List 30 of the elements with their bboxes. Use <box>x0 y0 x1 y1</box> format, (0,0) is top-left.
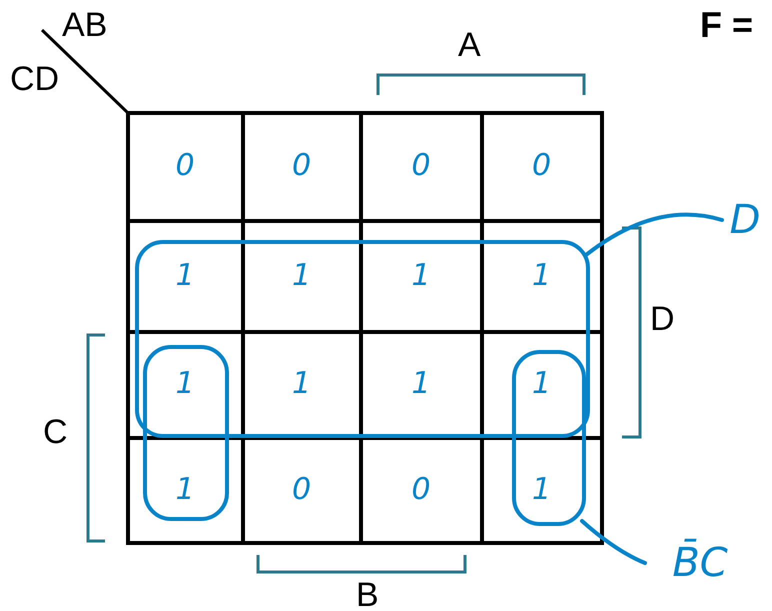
variable-label: CD <box>10 62 60 96</box>
leader-line <box>580 519 647 565</box>
cell-value: 1 <box>176 260 195 290</box>
variable-label: B <box>356 578 379 611</box>
variable-label: D <box>650 302 675 336</box>
variable-label: A <box>458 28 481 62</box>
grouping-loop <box>135 240 590 438</box>
cell-value: 0 <box>292 474 312 504</box>
cell-value: 0 <box>412 151 431 181</box>
cell-value: 1 <box>532 369 552 399</box>
grouping-loop <box>143 345 229 521</box>
term-label: D <box>722 196 768 244</box>
cell-value: 1 <box>532 474 552 504</box>
cell-value: 1 <box>176 474 195 504</box>
variable-label: C <box>43 415 68 449</box>
term-label: B̄C <box>645 538 755 588</box>
cell-value: 1 <box>532 260 552 290</box>
cell-value: 1 <box>292 260 312 290</box>
cell-value: 0 <box>176 151 195 181</box>
cell-value: 0 <box>532 151 552 181</box>
grouping-loop <box>512 350 586 526</box>
cell-value: 1 <box>176 369 195 399</box>
cell-value: 0 <box>412 474 431 504</box>
cell-value: 1 <box>412 369 431 399</box>
cell-value: 0 <box>292 151 312 181</box>
cell-value: 1 <box>292 369 312 399</box>
cell-value: 1 <box>412 260 431 290</box>
variable-label: AB <box>62 8 108 42</box>
leader-line <box>584 212 724 257</box>
function-label: F = <box>700 3 754 47</box>
